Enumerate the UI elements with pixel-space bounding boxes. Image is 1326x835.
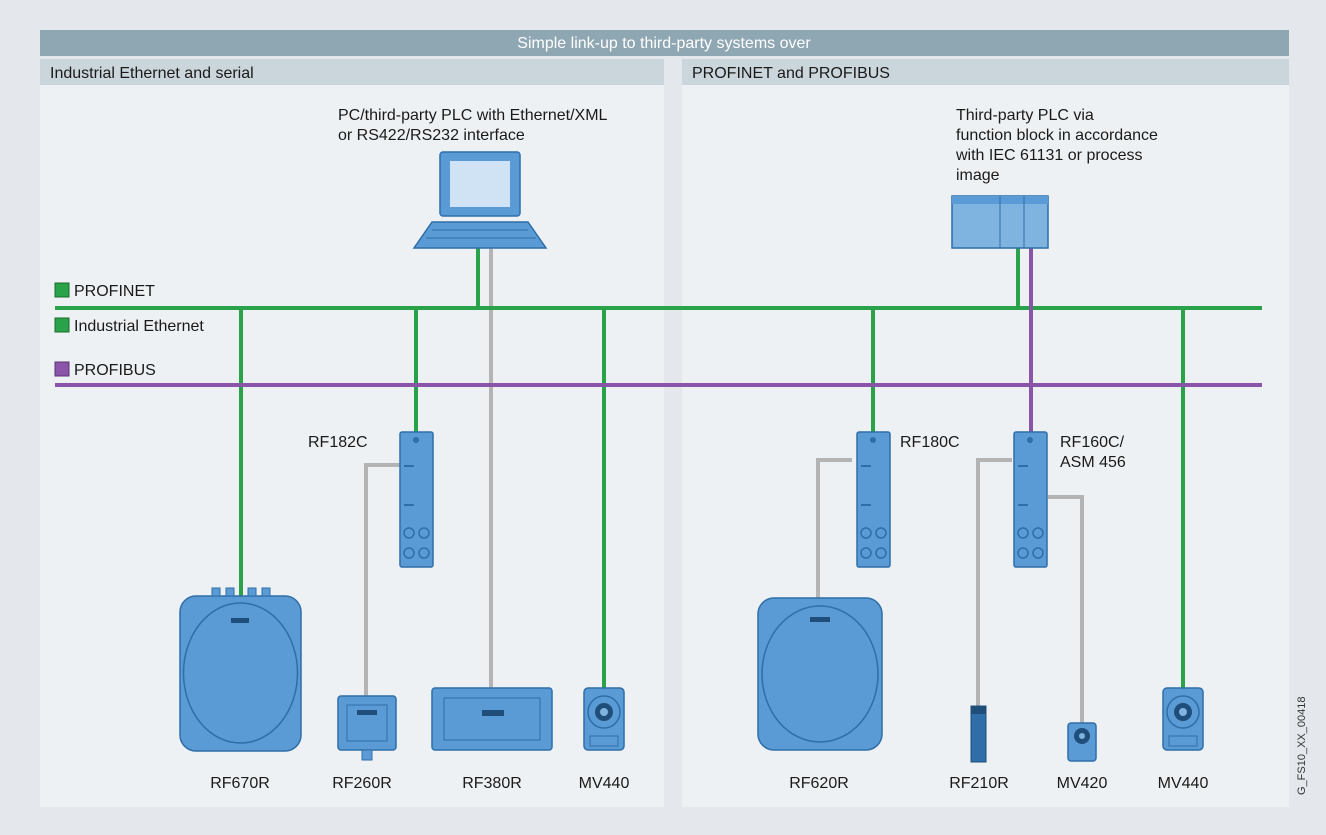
legend-label-profibus: PROFIBUS <box>74 362 156 379</box>
plc-label-line-3: with IEC 61131 or process <box>955 147 1142 164</box>
rf180c-label: RF180C <box>900 434 960 451</box>
rf182c-module-icon <box>399 431 434 568</box>
plc-label-line-4: image <box>956 167 1000 184</box>
rf180c-module-icon <box>856 431 891 568</box>
rf160c-module-icon <box>1013 431 1048 568</box>
plc-label-line-1: Third-party PLC via <box>956 107 1094 124</box>
mv420-camera-icon <box>1067 722 1097 762</box>
left-panel-title: Industrial Ethernet and serial <box>50 65 254 82</box>
figure-code: G_FS10_XX_00418 <box>1296 697 1308 795</box>
mv420-label: MV420 <box>1057 775 1108 792</box>
rf182c-label: RF182C <box>308 434 368 451</box>
rf260r-reader-icon <box>337 695 397 761</box>
right-panel-header <box>682 59 1289 85</box>
rf380r-reader-icon <box>431 687 553 751</box>
left-panel <box>40 85 664 807</box>
mv440-left-label: MV440 <box>579 775 630 792</box>
header-bar <box>40 30 1289 56</box>
pc-icon <box>412 151 548 249</box>
rf160c-label-line-1: RF160C/ <box>1060 434 1125 451</box>
legend-swatch-industrial-ethernet <box>54 317 70 333</box>
right-panel-title: PROFINET and PROFIBUS <box>692 65 890 82</box>
plc-icon <box>951 195 1049 249</box>
plc-label-line-2: function block in accordance <box>956 127 1158 144</box>
legend-swatch-profinet <box>54 282 70 298</box>
mv440-left-camera-icon <box>583 687 625 751</box>
cable-rf180c-to-rf620r <box>816 458 852 600</box>
rf670r-label: RF670R <box>210 775 270 792</box>
pc-label-line-1: PC/third-party PLC with Ethernet/XML <box>338 107 608 124</box>
rf210r-label: RF210R <box>949 775 1009 792</box>
rf210r-reader-icon <box>970 705 987 763</box>
legend-label-profinet: PROFINET <box>74 283 155 300</box>
mv440-right-camera-icon <box>1162 687 1204 751</box>
serial-cables <box>364 248 1084 725</box>
legend-label-industrial-ethernet: Industrial Ethernet <box>74 318 204 335</box>
cable-rf160c-to-rf210r <box>976 458 1012 708</box>
header-title: Simple link-up to third-party systems ov… <box>517 35 811 52</box>
rf160c-label-line-2: ASM 456 <box>1060 454 1126 471</box>
ethernet-lines <box>55 248 1262 690</box>
rf620r-label: RF620R <box>789 775 849 792</box>
mv440-right-label: MV440 <box>1158 775 1209 792</box>
rf260r-label: RF260R <box>332 775 392 792</box>
left-panel-header <box>40 59 664 85</box>
rf670r-reader-icon <box>179 587 302 752</box>
rf380r-label: RF380R <box>462 775 522 792</box>
cable-rf182c-to-rf260r <box>364 463 401 698</box>
legend-swatch-profibus <box>54 361 70 377</box>
pc-label-line-2: or RS422/RS232 interface <box>338 127 525 144</box>
profibus-lines <box>55 248 1262 434</box>
cable-rf160c-to-mv420 <box>1048 495 1084 725</box>
rf620r-reader-icon <box>757 597 883 751</box>
